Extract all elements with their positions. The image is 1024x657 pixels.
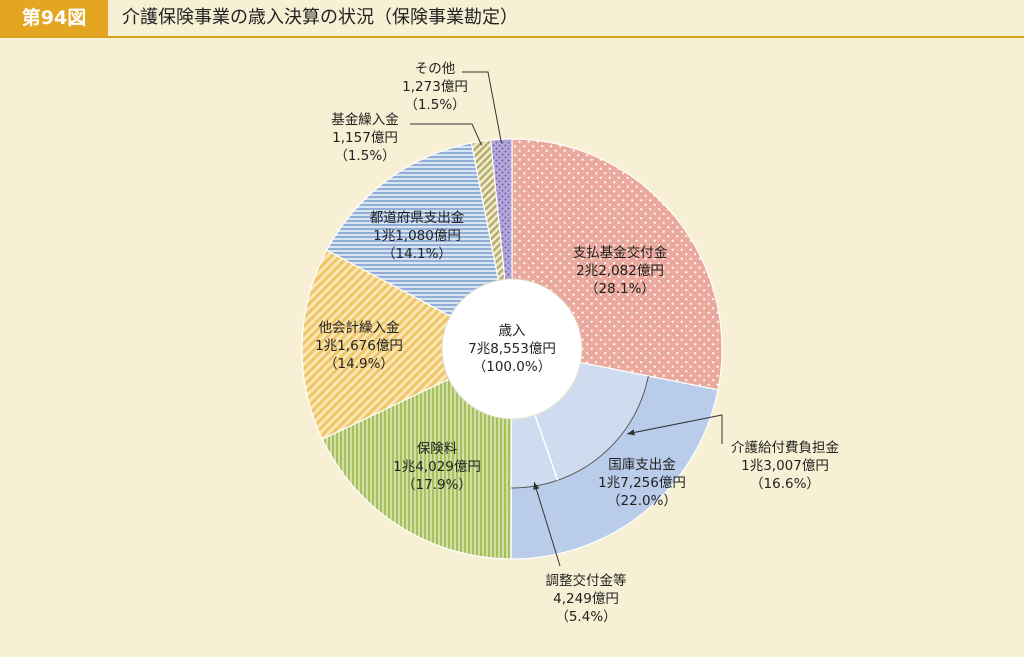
leader-chosei-arrowhead <box>533 482 540 491</box>
slice-takaikei <box>301 249 514 440</box>
figure-number-badge: 第94図 <box>0 0 108 36</box>
leader-kikin-kurinyu <box>410 123 483 146</box>
donut-center <box>441 278 583 420</box>
leader-chosei <box>533 482 561 567</box>
leader-lines <box>410 71 723 567</box>
slice-hokenryo <box>321 348 513 560</box>
figure-title: 介護保険事業の歳入決算の状況（保険事業勘定） <box>122 7 518 28</box>
figure-header: 第94図 介護保険事業の歳入決算の状況（保険事業勘定） <box>0 0 1024 38</box>
leader-kaigo-kyufu <box>626 414 723 444</box>
leader-sonota <box>462 71 503 144</box>
sub-slice-divider <box>534 414 559 481</box>
leader-kaigo-kyufu-arrowhead <box>627 429 635 436</box>
pie-slices <box>301 138 723 560</box>
